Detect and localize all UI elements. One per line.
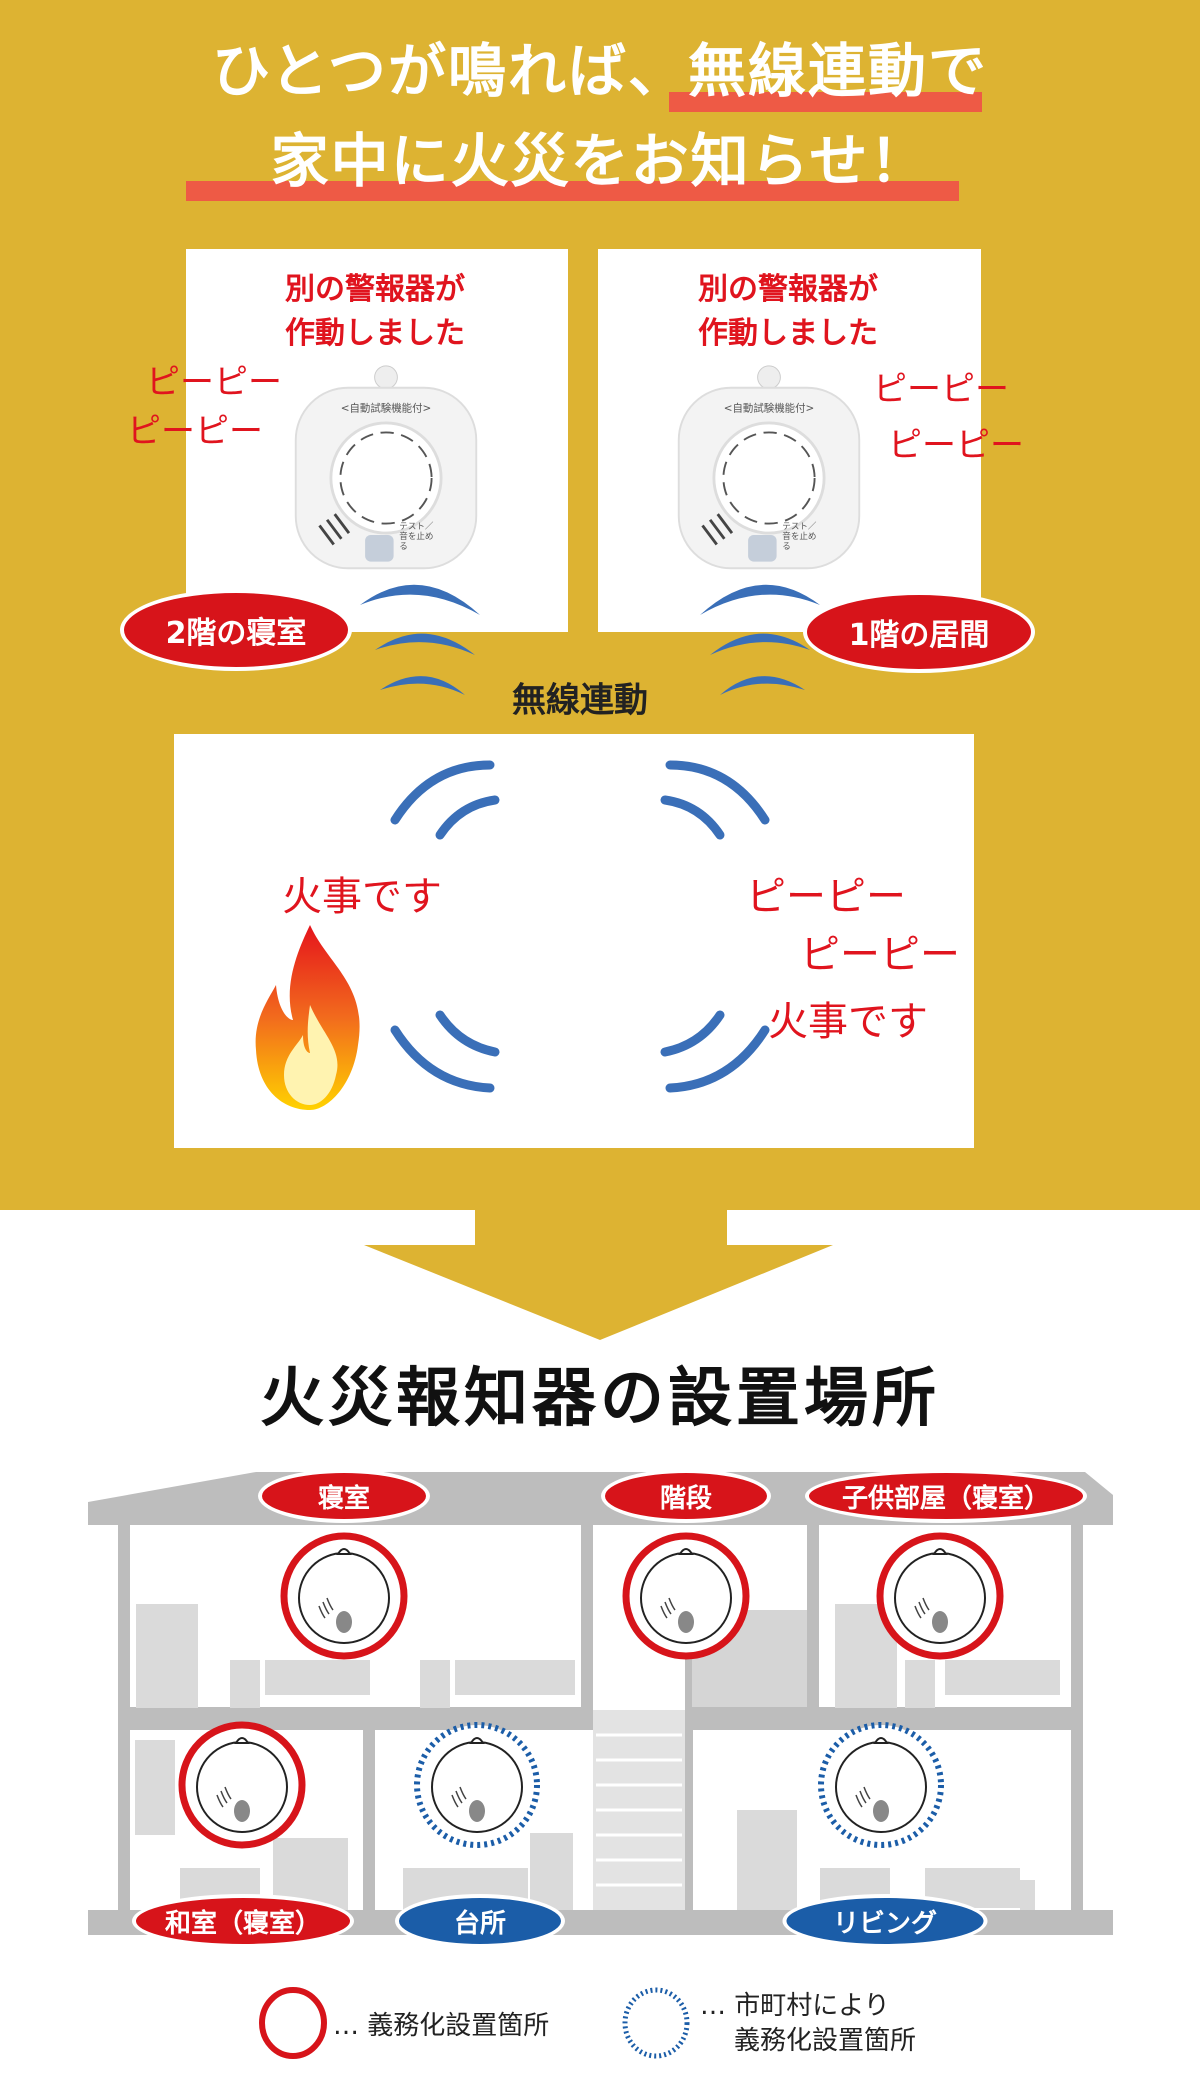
mandatory-circle-icon xyxy=(280,1532,408,1660)
headline-text: で xyxy=(927,37,988,105)
location-badge: 1階の居間 xyxy=(803,591,1035,673)
panel-message: 別の警報器が xyxy=(698,272,878,307)
headline-emphasis: 無線連動 xyxy=(687,37,928,105)
beep-text: ピーピー xyxy=(746,874,906,920)
headline-underline xyxy=(186,181,959,201)
panel-message: 作動しました xyxy=(285,316,465,351)
mandatory-circle-icon xyxy=(178,1721,306,1849)
wireless-wave-icon xyxy=(360,584,820,695)
mandatory-circle-icon xyxy=(876,1532,1004,1660)
alarm-voice-text: 火事です xyxy=(768,999,928,1045)
room-label-badge: 階段 xyxy=(601,1469,771,1523)
headline-line1: ひとつが鳴れば、無線連動で xyxy=(0,36,1200,106)
mandatory-legend-icon xyxy=(259,1987,327,2059)
mandatory-circle-icon xyxy=(622,1532,750,1660)
alarm-voice-text: 火事です xyxy=(282,874,442,920)
smoke-detector-image: <自動試験機能付> テスト／音を止める xyxy=(291,364,481,569)
svg-text:<自動試験機能付>: <自動試験機能付> xyxy=(724,401,815,414)
headline-underline xyxy=(669,92,982,112)
municipal-circle-icon xyxy=(414,1722,540,1848)
municipal-circle-icon xyxy=(818,1722,944,1848)
room-label-badge: リビング xyxy=(782,1894,988,1948)
panel-message: 作動しました xyxy=(698,316,878,351)
municipal-legend-icon xyxy=(622,1987,690,2059)
svg-text:<自動試験機能付>: <自動試験機能付> xyxy=(341,401,432,414)
panel-message: 別の警報器が xyxy=(285,272,465,307)
detector-button-label: テスト／音を止める xyxy=(782,522,817,552)
room-label-badge: 和室（寝室） xyxy=(132,1894,354,1948)
room-label-badge: 子供部屋（寝室） xyxy=(805,1469,1087,1523)
alarm-wave-icon xyxy=(390,760,770,1093)
legend-municipal-text: 義務化設置箇所 xyxy=(734,2026,917,2056)
headline-text: ひとつが鳴れば、 xyxy=(212,37,688,105)
section-title: 火災報知器の設置場所 xyxy=(260,1362,940,1436)
smoke-detector-image: <自動試験機能付> テスト／音を止める xyxy=(674,364,864,569)
room-label-badge: 台所 xyxy=(395,1894,565,1948)
location-badge: 2階の寝室 xyxy=(120,589,352,671)
fire-icon xyxy=(255,925,360,1110)
room-label-badge: 寝室 xyxy=(258,1469,430,1523)
legend-mandatory-text: … 義務化設置箇所 xyxy=(333,2011,550,2041)
beep-text: ピーピー xyxy=(146,362,282,403)
beep-text: ピーピー xyxy=(888,425,1024,466)
beep-text: ピーピー xyxy=(800,932,960,978)
down-arrow-icon xyxy=(364,1208,833,1340)
beep-text: ピーピー xyxy=(127,411,263,452)
legend-municipal-text: … 市町村により xyxy=(700,1991,890,2021)
wireless-label: 無線連動 xyxy=(512,680,648,721)
beep-text: ピーピー xyxy=(873,369,1009,410)
detector-button-label: テスト／音を止める xyxy=(399,522,434,552)
headline-line2: 家中に火災をお知らせ！ xyxy=(270,127,930,195)
